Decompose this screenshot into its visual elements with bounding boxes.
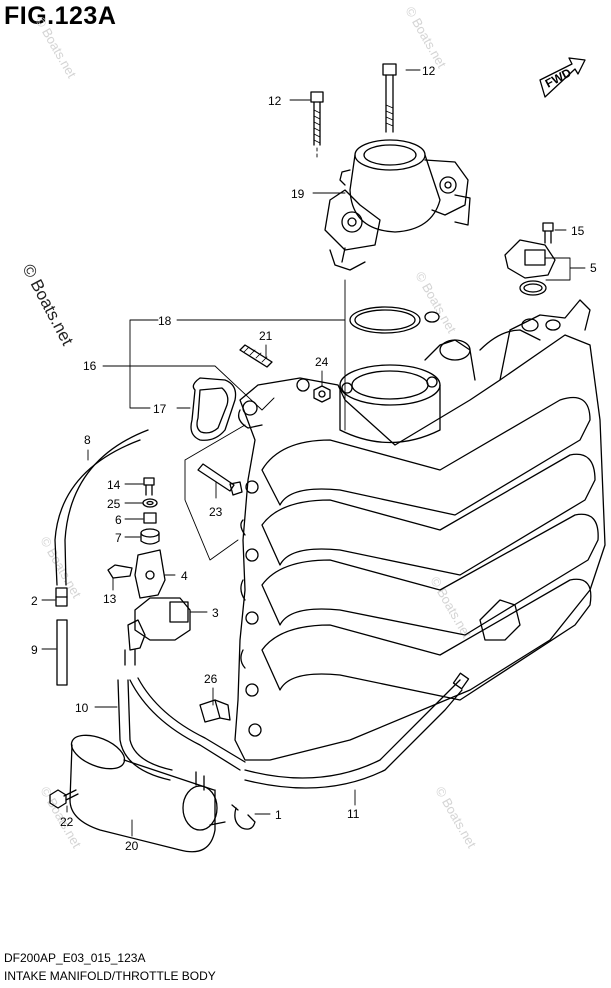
- callout-17: 17: [153, 402, 167, 416]
- nut-24: [313, 385, 331, 403]
- collar-6: [143, 512, 157, 524]
- stud-21: [239, 344, 273, 368]
- callout-3: 3: [212, 606, 219, 620]
- watermark-text: © Boats.net: [37, 534, 84, 601]
- callout-8: 8: [84, 433, 91, 447]
- callout-10: 10: [75, 701, 89, 715]
- callout-12-right: 12: [422, 64, 436, 78]
- bolt-12-right: [382, 63, 397, 133]
- callout-1: 1: [275, 808, 282, 822]
- o-ring: [519, 280, 547, 296]
- bolt-13: [107, 564, 133, 579]
- throttle-body: [324, 139, 471, 271]
- callout-20: 20: [125, 839, 139, 853]
- fwd-arrow-icon: FWD: [539, 57, 586, 98]
- callout-19: 19: [291, 187, 305, 201]
- callout-24: 24: [315, 355, 329, 369]
- callout-15: 15: [571, 224, 585, 238]
- gasket-18-upper: [349, 306, 440, 334]
- gasket-17: [190, 377, 237, 441]
- hose-9: [56, 619, 68, 686]
- cushion-7: [140, 528, 160, 545]
- callout-18: 18: [158, 314, 172, 328]
- callout-11: 11: [347, 807, 360, 821]
- figure-title: FIG.123A: [4, 2, 117, 30]
- fwd-label: FWD: [543, 65, 574, 90]
- hose-11: [244, 672, 470, 789]
- washer-25: [142, 498, 158, 508]
- watermark-main-text: © Boats.net: [18, 261, 77, 349]
- bolt-12-left: [310, 91, 324, 161]
- solenoid-valve-3: [124, 597, 191, 666]
- intake-manifold: [234, 299, 606, 761]
- canister-20: [69, 734, 226, 853]
- bolt-15: [542, 222, 554, 244]
- callout-26: 26: [204, 672, 218, 686]
- callout-12-left: 12: [268, 94, 282, 108]
- leader-lines: [41, 69, 586, 837]
- callout-22: 22: [60, 815, 74, 829]
- hose-8: [54, 429, 149, 586]
- callout-13: 13: [103, 592, 117, 606]
- bolt-14: [143, 477, 155, 496]
- clip-1: [231, 804, 256, 830]
- callout-25: 25: [107, 497, 121, 511]
- bolt-22: [49, 789, 79, 809]
- callout-9: 9: [31, 643, 38, 657]
- watermark-text: © Boats.net: [32, 14, 79, 81]
- watermark-text: © Boats.net: [402, 4, 449, 71]
- figure-description: INTAKE MANIFOLD/THROTTLE BODY: [4, 969, 216, 983]
- bolt-23: [197, 463, 243, 496]
- map-sensor-5: [504, 239, 556, 279]
- callout-4: 4: [181, 569, 188, 583]
- callout-21: 21: [259, 329, 273, 343]
- callout-14: 14: [107, 478, 121, 492]
- callout-23: 23: [209, 505, 223, 519]
- callout-2: 2: [31, 594, 38, 608]
- clip-26: [199, 699, 231, 723]
- callout-7: 7: [115, 531, 122, 545]
- callout-labels: 12 12 19 15 5 18 21 16 24 17 8 14 25 23 …: [31, 64, 597, 853]
- watermark-text: © Boats.net: [412, 269, 459, 336]
- callout-6: 6: [115, 513, 122, 527]
- figure-code: DF200AP_E03_015_123A: [4, 951, 146, 965]
- callout-16: 16: [83, 359, 97, 373]
- callout-5: 5: [590, 261, 597, 275]
- watermark-text: © Boats.net: [432, 784, 479, 851]
- connector-2: [55, 587, 68, 607]
- bracket-4: [134, 549, 166, 599]
